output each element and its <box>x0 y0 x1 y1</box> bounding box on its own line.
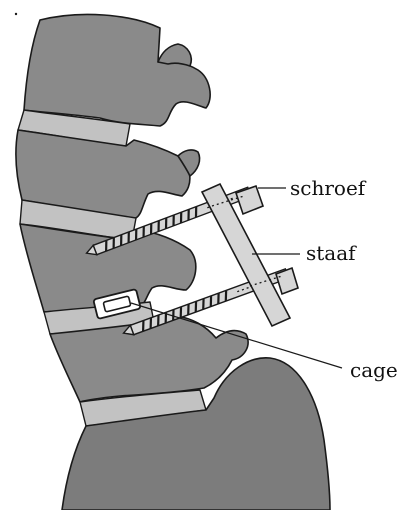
label-screw: schroef <box>290 176 367 200</box>
spinous-process-1 <box>158 44 191 66</box>
label-cage: cage <box>350 358 398 382</box>
spine <box>15 13 330 510</box>
speck <box>15 13 17 15</box>
label-rod: staaf <box>306 241 357 265</box>
vertebra-1 <box>24 14 210 126</box>
